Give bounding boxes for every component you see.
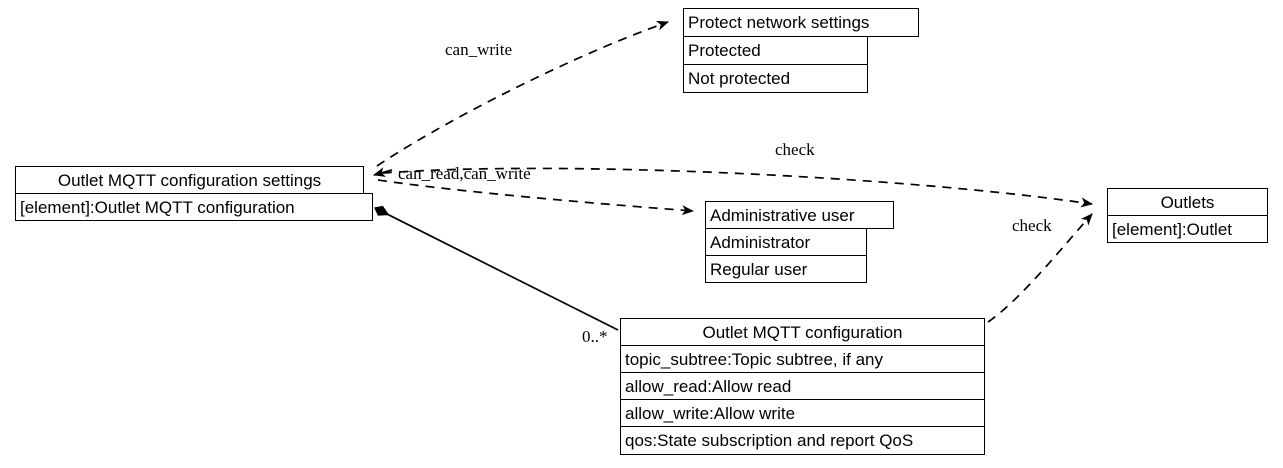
- node-mqtt-config-row-1: allow_read:Allow read: [620, 372, 985, 400]
- node-mqtt-config-row-3: qos:State subscription and report QoS: [620, 426, 985, 455]
- node-protect-row-1: Not protected: [683, 64, 868, 93]
- node-mqtt-config-row-2: allow_write:Allow write: [620, 399, 985, 427]
- edge-label-composition-multiplicity: 0..*: [582, 327, 608, 346]
- node-outlets-row-0: [element]:Outlet: [1107, 215, 1268, 243]
- node-protect-title: Protect network settings: [683, 8, 919, 37]
- edge-can-read-can-write-line: [377, 179, 694, 216]
- node-protect-row-0: Protected: [683, 36, 868, 65]
- edge-label-can-read-can-write: can_read,can_write: [398, 164, 531, 183]
- node-outlets-title: Outlets: [1107, 188, 1268, 216]
- node-mqtt-config-title: Outlet MQTT configuration: [620, 318, 985, 346]
- edge-label-check-mqtt-outlets: check: [1012, 216, 1052, 235]
- edge-check-back-arrow: [373, 167, 393, 177]
- node-admin-user-row-0: Administrator: [705, 228, 867, 256]
- edge-can-write-line: [376, 20, 669, 167]
- edge-label-check-settings-outlets: check: [775, 140, 815, 159]
- edge-composition-line: [374, 205, 619, 331]
- node-settings-title: Outlet MQTT configuration settings: [15, 166, 364, 194]
- node-settings-row-0: [element]:Outlet MQTT configuration: [15, 193, 373, 221]
- edge-label-can-write: can_write: [445, 40, 513, 59]
- node-admin-user-row-1: Regular user: [705, 255, 867, 283]
- node-admin-user-title: Administrative user: [705, 201, 894, 229]
- node-mqtt-config-row-0: topic_subtree:Topic subtree, if any: [620, 345, 985, 373]
